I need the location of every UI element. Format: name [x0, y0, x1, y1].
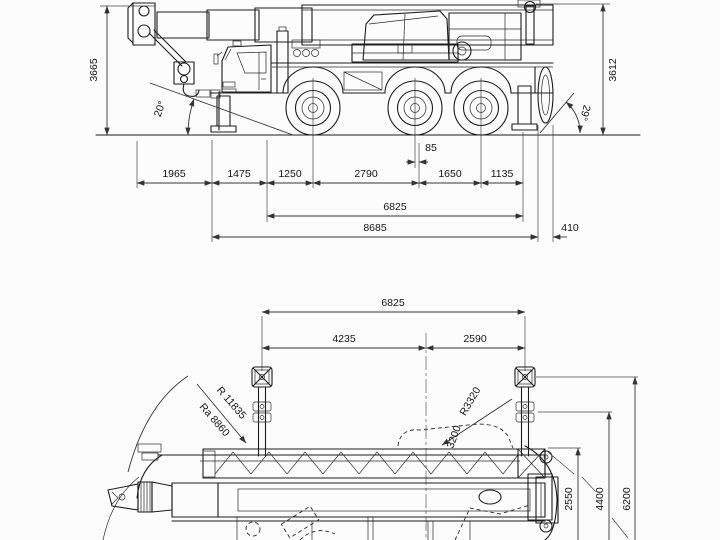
hidden-machinery-plan — [245, 423, 531, 540]
carrier-plan — [102, 443, 546, 540]
tail-radius-dims: R3320 3200 — [441, 385, 513, 450]
approach-angle: 20° — [149, 82, 294, 136]
segment-2-label: 1475 — [227, 168, 251, 180]
departure-angle-label: 29° — [577, 104, 593, 122]
base-length-dim: 6825 — [266, 201, 524, 219]
wheels-side — [285, 78, 509, 188]
axle-offset-dim: 85 — [406, 142, 437, 165]
spare-wheel-side — [537, 66, 554, 124]
approach-angle-label: 20° — [152, 99, 169, 118]
segment-4-label: 2790 — [354, 168, 378, 180]
half-width-outer-label: 6200 — [621, 487, 633, 511]
boom-side — [127, 2, 554, 54]
overall-length-dim: 8685 410 — [211, 222, 579, 240]
outrigger-rear-left — [514, 366, 536, 457]
swing-radius-dims: R 11835 Ra 8860 — [127, 375, 249, 473]
outrigger-front-left — [251, 366, 273, 457]
base-length-label: 6825 — [383, 201, 407, 213]
radius-inner-label: 3200 — [445, 424, 464, 450]
segment-3-label: 1250 — [278, 168, 302, 180]
departure-angle: 29° — [539, 92, 593, 134]
height-rear-label: 3612 — [607, 58, 619, 82]
height-dim-rear: 3612 — [536, 3, 619, 136]
plan-view-drawing: 6825 4235 2590 — [102, 297, 638, 540]
half-width-inner-label: 2550 — [563, 487, 575, 511]
hook-block-side — [149, 29, 211, 98]
segment-5-label: 1650 — [438, 168, 462, 180]
radius-tail-label: R3320 — [457, 385, 483, 418]
height-dim-front: 3665 — [88, 5, 155, 136]
tail-plan — [524, 445, 559, 540]
half-width-mid-label: 4400 — [594, 487, 606, 511]
rear-overhang-label: 410 — [561, 222, 579, 234]
outrigger-span-front-label: 4235 — [332, 333, 356, 345]
superstructure-side — [276, 0, 541, 94]
lattice-jib-plan — [202, 448, 546, 479]
outrigger-span-dims: 6825 4235 2590 — [261, 297, 526, 540]
half-width-dims: 2550 4400 6200 — [536, 376, 638, 540]
driver-cab-side — [210, 40, 272, 131]
segment-1-label: 1965 — [162, 168, 186, 180]
extension-lines-side — [136, 125, 554, 242]
segment-6-label: 1135 — [491, 168, 514, 180]
segment-dim-row: 1965 1475 1250 2790 1650 1135 — [136, 168, 524, 186]
height-front-label: 3665 — [88, 58, 100, 82]
side-view-drawing: 20° 29° 3665 3612 — [88, 0, 641, 242]
outrigger-span-rear-label: 2590 — [463, 333, 487, 345]
outrigger-span-total-label: 6825 — [381, 297, 405, 309]
overall-length-label: 8685 — [363, 222, 387, 234]
outriggers-side — [210, 85, 538, 133]
carrier-side — [209, 62, 554, 94]
boom-plan — [107, 473, 553, 521]
axle-offset-label: 85 — [425, 142, 437, 154]
